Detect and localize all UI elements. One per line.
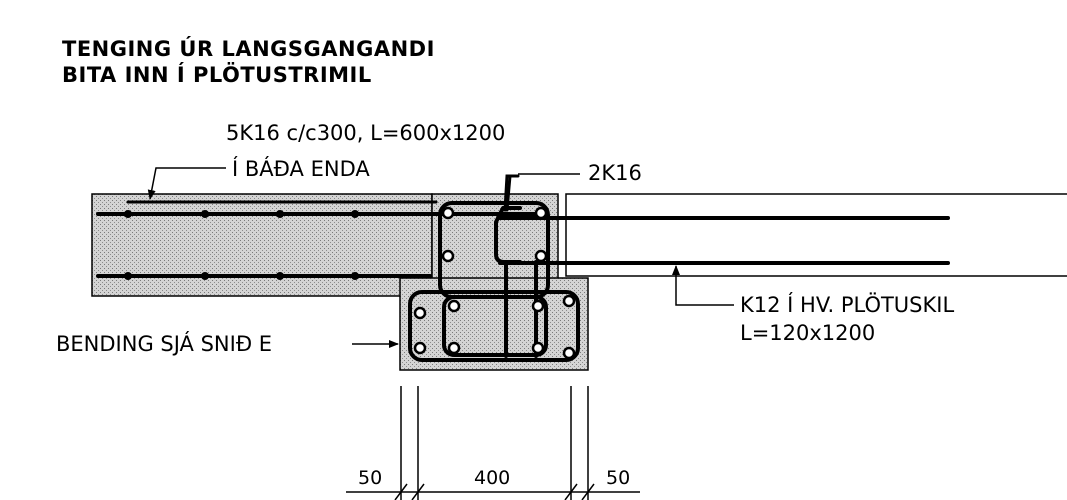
longitudinal-beam — [91, 193, 433, 297]
dimension-middle: 400 — [474, 467, 510, 489]
bending-ref-label: BENDING SJÁ SNIÐ E — [56, 331, 272, 356]
stirrup-bars-label: 2K16 — [588, 161, 642, 185]
beam-bar-dot — [351, 272, 359, 280]
downstand-inner-stirrup — [442, 295, 548, 357]
bent-bar-2k16 — [503, 174, 520, 212]
slab-bars-length: L=120x1200 — [740, 321, 875, 345]
corner-bar — [413, 306, 427, 320]
corner-bar — [534, 249, 548, 263]
slab-right — [565, 193, 1067, 277]
corner-bar — [441, 249, 455, 263]
corner-bar — [562, 294, 576, 308]
bent-bar-2k16 — [505, 174, 512, 212]
top-bars-leader — [147, 167, 226, 200]
u-bar-hook — [494, 206, 522, 264]
beam-bar-dot — [201, 210, 209, 218]
title-line-2: BITA INN Í PLÖTUSTRIMIL — [62, 62, 372, 87]
top-bars-label: 5K16 c/c300, L=600x1200 — [226, 121, 505, 145]
corner-bar — [413, 341, 427, 355]
top-bars-note: Í BÁÐA ENDA — [232, 156, 370, 181]
beam-bar-dot — [201, 272, 209, 280]
slab-bars-leader — [672, 265, 734, 306]
corner-bar — [562, 346, 576, 360]
corner-bar — [531, 341, 545, 355]
dimension-tick — [581, 483, 595, 500]
slab-bars-label: K12 Í HV. PLÖTUSKIL — [740, 292, 954, 317]
dimension-left: 50 — [358, 467, 382, 489]
beam-bar-dot — [276, 272, 284, 280]
dimension-tick — [564, 483, 578, 500]
beam-bar-dot — [124, 210, 132, 218]
corner-bar — [447, 341, 461, 355]
corner-bar — [441, 206, 455, 220]
corner-bar — [447, 299, 461, 313]
beam-bar-dot — [276, 210, 284, 218]
dimension-tick — [411, 483, 425, 500]
downstand-stirrup — [408, 290, 580, 362]
corner-bar — [531, 299, 545, 313]
dimension-tick — [394, 483, 408, 500]
beam-bar-dot — [124, 272, 132, 280]
corner-bar — [534, 206, 548, 220]
dimension-right: 50 — [606, 467, 630, 489]
title-line-1: TENGING ÚR LANGSGANGANDI — [62, 36, 435, 61]
beam-bar-dot — [351, 210, 359, 218]
